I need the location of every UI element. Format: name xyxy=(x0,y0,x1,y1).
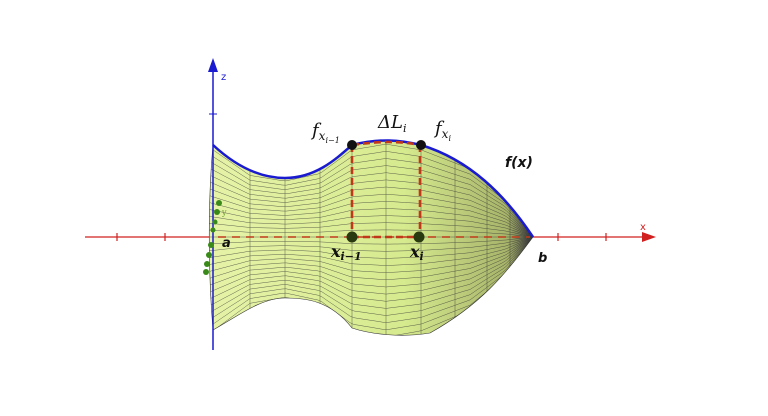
mesh-line xyxy=(209,179,533,238)
mesh-line xyxy=(209,236,533,331)
y-axis: y xyxy=(203,200,227,275)
mesh-line xyxy=(209,229,533,238)
label-f-of-x: f(x) xyxy=(505,155,533,171)
mesh-line xyxy=(209,236,533,302)
mesh-line xyxy=(209,236,533,309)
y-axis-label: y xyxy=(221,208,227,217)
mesh-line xyxy=(209,215,533,238)
point-x-prev xyxy=(346,231,358,243)
label-f-x-prev: fxi−1 xyxy=(310,120,340,145)
mesh-line xyxy=(209,158,533,238)
z-axis-label: z xyxy=(221,72,226,83)
revolution-surface xyxy=(208,139,534,336)
mesh-line xyxy=(209,165,533,238)
label-b: b xyxy=(538,251,547,266)
mesh-line xyxy=(209,236,533,266)
mesh-line xyxy=(209,186,533,238)
mesh-line xyxy=(209,236,533,288)
point-f-x-prev xyxy=(347,140,357,150)
mesh-line xyxy=(209,236,533,295)
points xyxy=(346,140,426,243)
z-axis: z xyxy=(208,58,226,350)
mesh-line xyxy=(209,172,533,238)
mesh-line xyxy=(209,236,533,316)
mesh-line xyxy=(209,236,533,273)
mesh-line xyxy=(209,151,533,238)
mesh-line xyxy=(209,193,533,238)
point-x-cur xyxy=(413,231,425,243)
label-delta-L: ΔLi xyxy=(377,112,406,135)
label-x-prev: xi−1 xyxy=(330,242,362,263)
mesh-line xyxy=(209,236,533,252)
mesh-line xyxy=(209,236,533,259)
label-a: a xyxy=(222,236,231,251)
label-f-x-cur: fxi xyxy=(433,118,451,143)
mesh-line xyxy=(209,236,533,323)
mesh-line xyxy=(209,236,533,281)
mesh-line xyxy=(209,201,533,238)
mesh-line xyxy=(209,208,533,238)
label-x-cur: xi xyxy=(409,242,424,263)
mesh-line xyxy=(209,222,533,238)
mesh-line xyxy=(209,236,533,245)
point-f-x-cur xyxy=(416,140,426,150)
x-axis-label: x xyxy=(640,222,646,233)
